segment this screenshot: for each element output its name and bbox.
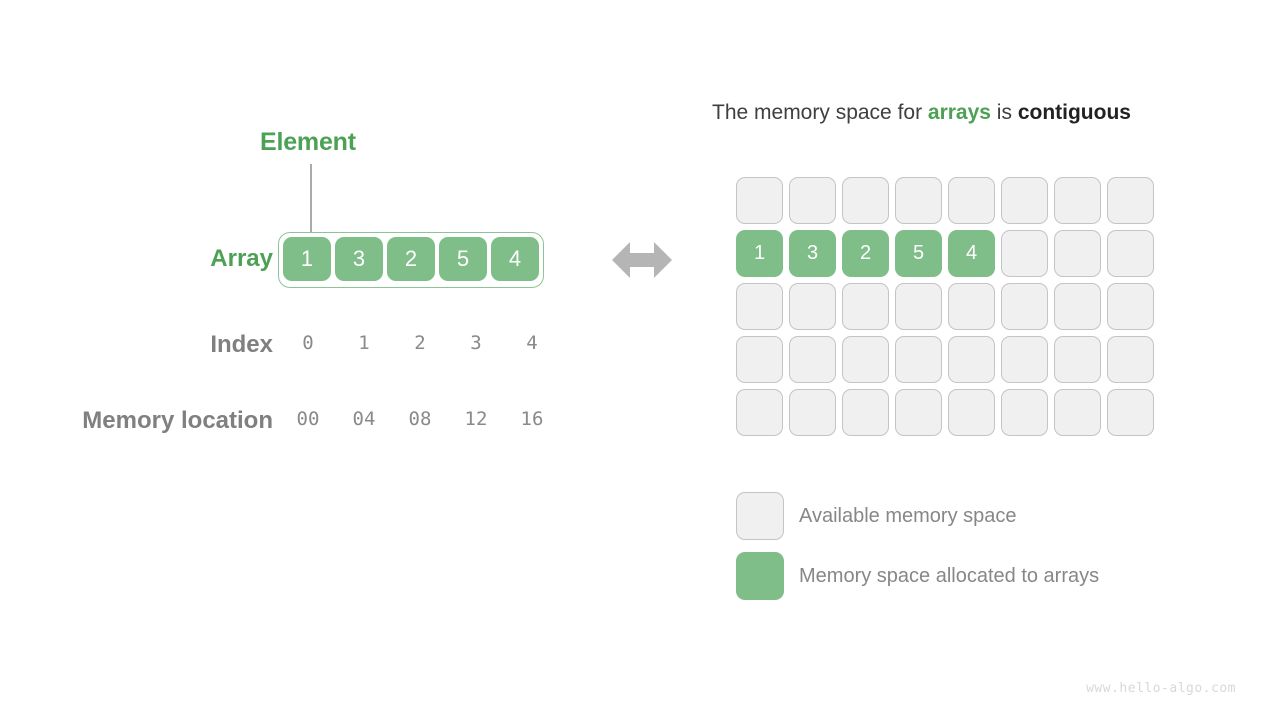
memory-cell-allocated: 2 xyxy=(842,230,889,277)
array-cell: 5 xyxy=(439,237,487,281)
memory-cell-available xyxy=(842,283,889,330)
index-value: 2 xyxy=(414,332,426,354)
memory-cell-allocated: 4 xyxy=(948,230,995,277)
memory-cell-available xyxy=(1054,283,1101,330)
memory-cell-available xyxy=(736,336,783,383)
memory-cell-available xyxy=(842,177,889,224)
memory-cell-available xyxy=(1054,230,1101,277)
memory-cell-available xyxy=(1001,230,1048,277)
memory-cell-available xyxy=(1107,230,1154,277)
array-cell: 4 xyxy=(491,237,539,281)
memory-cell-available xyxy=(736,283,783,330)
memory-cell-available xyxy=(1054,389,1101,436)
memory-cell-available xyxy=(1001,336,1048,383)
element-callout-connector-line xyxy=(310,164,312,233)
memory-location-value: 12 xyxy=(464,408,488,430)
memory-cell-available xyxy=(1001,389,1048,436)
memory-cell-allocated: 5 xyxy=(895,230,942,277)
legend-label-allocated: Memory space allocated to arrays xyxy=(799,564,1100,587)
legend-swatch-available xyxy=(736,492,784,540)
legend-item: Memory space allocated to arrays xyxy=(736,552,1099,600)
memory-location-value: 16 xyxy=(520,408,544,430)
legend-swatch-allocated xyxy=(736,552,784,600)
memory-cell-allocated: 3 xyxy=(789,230,836,277)
memory-cell-available xyxy=(789,177,836,224)
memory-cell-available xyxy=(1107,336,1154,383)
memory-heading: The memory space for arrays is contiguou… xyxy=(712,101,1131,125)
memory-cell-available xyxy=(895,177,942,224)
heading-part-2: is xyxy=(990,101,1018,124)
memory-cell-available xyxy=(948,389,995,436)
memory-cell-available xyxy=(736,177,783,224)
memory-cell-available xyxy=(948,283,995,330)
watermark: www.hello-algo.com xyxy=(1086,681,1236,696)
legend-item: Available memory space xyxy=(736,492,1099,540)
double-arrow-horizontal-icon xyxy=(612,236,672,284)
memory-cell-available xyxy=(789,389,836,436)
memory-cell-available xyxy=(736,389,783,436)
heading-highlight-arrays: arrays xyxy=(927,101,991,124)
memory-cell-available xyxy=(895,336,942,383)
index-value: 0 xyxy=(302,332,314,354)
memory-location-value: 04 xyxy=(352,408,376,430)
memory-cell-available xyxy=(1107,283,1154,330)
memory-cell-available xyxy=(1107,177,1154,224)
memory-cell-available xyxy=(1001,283,1048,330)
memory-cell-available xyxy=(895,389,942,436)
memory-cell-available xyxy=(789,283,836,330)
memory-cell-available xyxy=(842,336,889,383)
memory-cell-available xyxy=(842,389,889,436)
memory-cell-available xyxy=(895,283,942,330)
memory-location-row-label: Memory location xyxy=(82,407,273,434)
memory-cell-available xyxy=(1001,177,1048,224)
index-row-label: Index xyxy=(210,331,273,358)
memory-location-values-row: 00 04 08 12 16 xyxy=(282,408,558,430)
memory-cell-available xyxy=(1054,336,1101,383)
index-value: 1 xyxy=(358,332,370,354)
index-value: 4 xyxy=(526,332,538,354)
memory-cell-allocated: 1 xyxy=(736,230,783,277)
array-container: 1 3 2 5 4 xyxy=(278,232,544,288)
array-cell: 2 xyxy=(387,237,435,281)
index-value: 3 xyxy=(470,332,482,354)
legend: Available memory space Memory space allo… xyxy=(736,492,1099,600)
array-row-label: Array xyxy=(210,245,273,272)
legend-label-available: Available memory space xyxy=(799,504,1017,527)
memory-cell-available xyxy=(948,177,995,224)
array-cell: 1 xyxy=(283,237,331,281)
memory-cell-available xyxy=(1107,389,1154,436)
index-values-row: 0 1 2 3 4 xyxy=(282,332,558,354)
array-cell: 3 xyxy=(335,237,383,281)
memory-cell-available xyxy=(948,336,995,383)
memory-cell-available xyxy=(789,336,836,383)
memory-location-value: 08 xyxy=(408,408,432,430)
heading-part-1: The memory space for xyxy=(712,101,928,124)
memory-location-value: 00 xyxy=(296,408,320,430)
memory-cell-available xyxy=(1054,177,1101,224)
element-callout-label: Element xyxy=(260,128,356,156)
heading-highlight-contiguous: contiguous xyxy=(1017,101,1131,124)
